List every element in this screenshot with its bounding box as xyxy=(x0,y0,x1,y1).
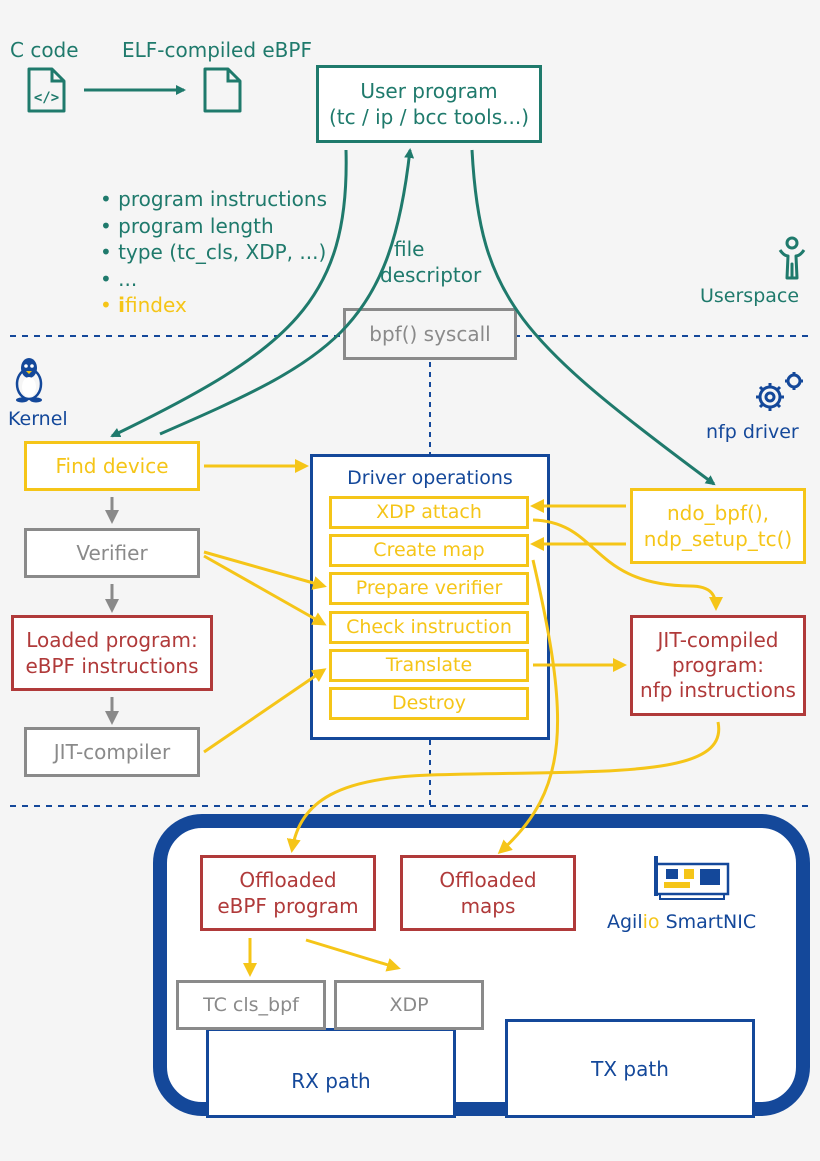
list-item: ... xyxy=(100,266,327,293)
ndo-line2: ndp_setup_tc() xyxy=(643,527,793,551)
ifindex-item: ifindex xyxy=(100,292,327,319)
op-translate: Translate xyxy=(329,649,529,682)
elf-file-icon xyxy=(203,67,242,113)
offloaded-maps-line2: maps xyxy=(460,894,516,918)
loaded-program-line2: eBPF instructions xyxy=(25,654,199,678)
jit-prog-line1: JIT-compiled xyxy=(657,628,779,652)
ifindex-rest: findex xyxy=(125,293,187,317)
c-code-label: C code xyxy=(10,38,79,62)
user-program-title: User program xyxy=(360,79,498,103)
jit-prog-line3: nfp instructions xyxy=(640,678,796,702)
op-create-map: Create map xyxy=(329,534,529,567)
op-xdp-attach: XDP attach xyxy=(329,496,529,529)
xdp-hook-box: XDP xyxy=(334,980,484,1030)
kernel-label: Kernel xyxy=(8,408,68,430)
list-item: type (tc_cls, XDP, ...) xyxy=(100,239,327,266)
jit-compiler-box: JIT-compiler xyxy=(24,727,200,777)
fd-line2: descriptor xyxy=(380,263,482,287)
offloaded-maps-line1: Offloaded xyxy=(439,868,537,892)
loaded-program-box: Loaded program: eBPF instructions xyxy=(11,615,213,691)
find-device-box: Find device xyxy=(24,441,200,491)
ndo-bpf-box: ndo_bpf(), ndp_setup_tc() xyxy=(630,488,806,564)
agilio-part1: Agil xyxy=(607,911,643,933)
gears-icon xyxy=(756,372,803,411)
bpf-syscall-box: bpf() syscall xyxy=(343,308,517,360)
fd-line1: file xyxy=(394,237,425,261)
ndo-line1: ndo_bpf(), xyxy=(666,501,769,525)
list-item: program instructions xyxy=(100,186,327,213)
op-prepare-verifier: Prepare verifier xyxy=(329,572,529,605)
userspace-label: Userspace xyxy=(700,285,800,307)
file-descriptor-label: file descriptor xyxy=(380,236,481,288)
tx-path-box: TX path xyxy=(505,1019,755,1118)
elf-label: ELF-compiled eBPF xyxy=(122,38,312,62)
user-icon xyxy=(778,236,806,280)
ifindex-prefix: i xyxy=(118,293,126,317)
user-program-tools: (tc / ip / bcc tools...) xyxy=(328,105,529,129)
tux-penguin-icon xyxy=(15,358,43,403)
list-item: program length xyxy=(100,213,327,240)
c-code-file-icon: </> xyxy=(27,67,66,113)
offloaded-program-line2: eBPF program xyxy=(217,894,359,918)
smartnic-label: Agilio SmartNIC xyxy=(607,911,756,933)
rx-path-box: RX path xyxy=(206,1028,456,1118)
op-check-instruction: Check instruction xyxy=(329,611,529,644)
loaded-program-line1: Loaded program: xyxy=(26,628,198,652)
nfp-driver-label: nfp driver xyxy=(706,421,799,443)
jit-compiled-program-box: JIT-compiled program: nfp instructions xyxy=(630,615,806,716)
verifier-box: Verifier xyxy=(24,528,200,578)
agilio-part3: SmartNIC xyxy=(659,911,757,933)
smartnic-card-icon xyxy=(654,856,730,900)
offloaded-program-box: Offloaded eBPF program xyxy=(200,855,376,931)
driver-operations-title: Driver operations xyxy=(347,467,513,489)
svg-text:</>: </> xyxy=(34,90,59,106)
user-program-box: User program (tc / ip / bcc tools...) xyxy=(316,65,542,143)
offloaded-maps-box: Offloaded maps xyxy=(400,855,576,931)
program-info-list: program instructions program length type… xyxy=(100,186,327,319)
jit-prog-line2: program: xyxy=(671,653,765,677)
op-destroy: Destroy xyxy=(329,687,529,720)
tc-cls-bpf-box: TC cls_bpf xyxy=(176,980,326,1030)
offloaded-program-line1: Offloaded xyxy=(239,868,337,892)
agilio-part2: io xyxy=(642,911,660,933)
